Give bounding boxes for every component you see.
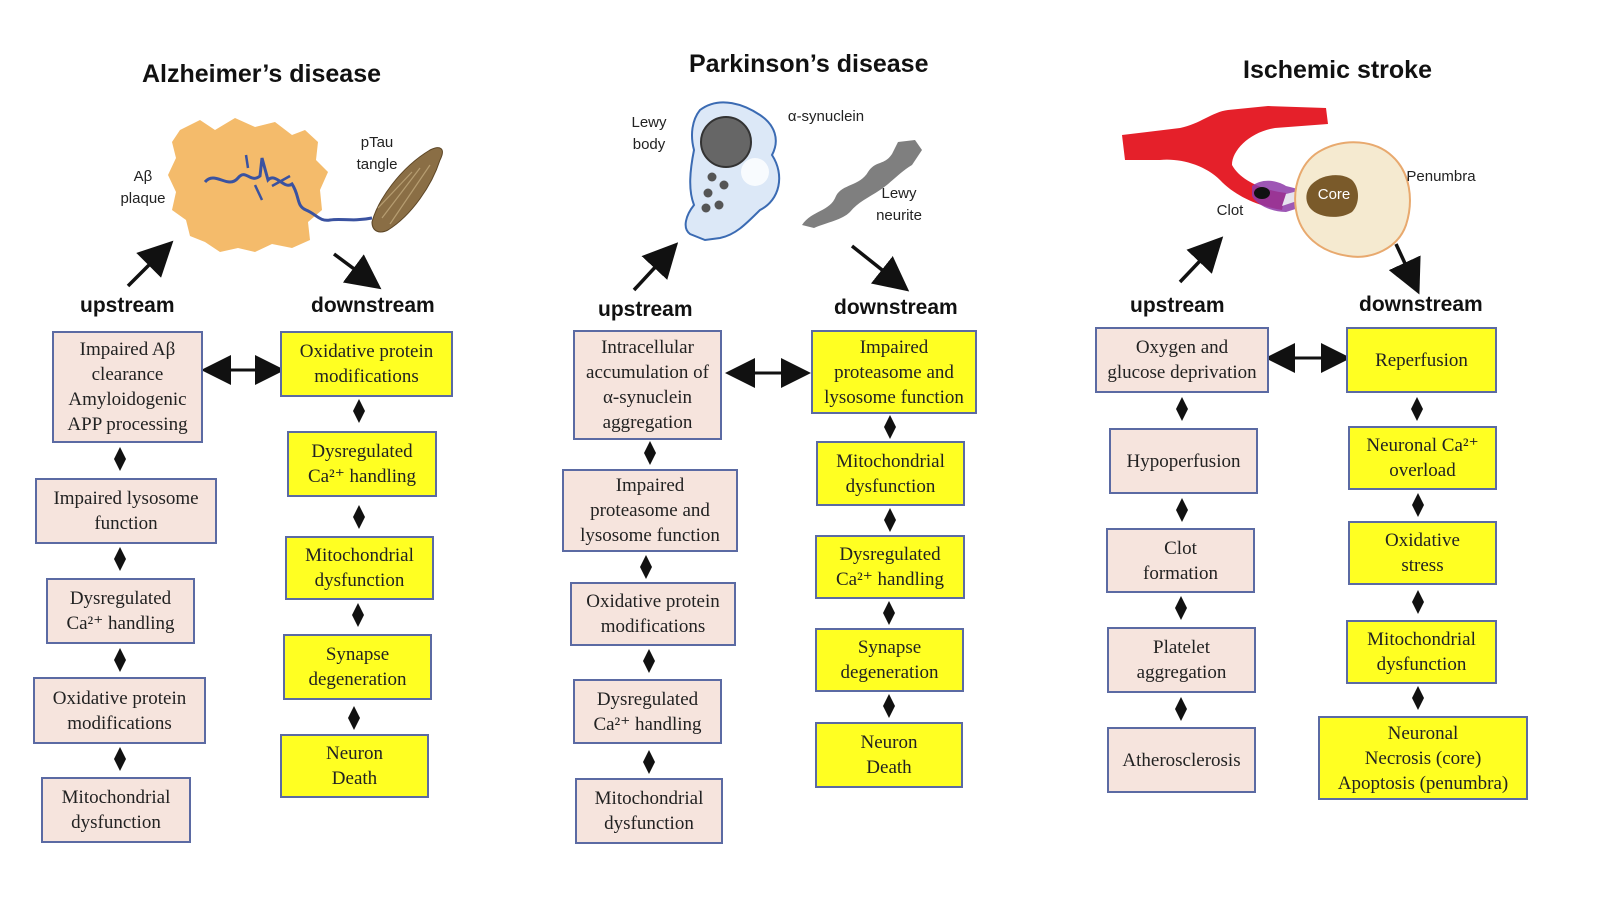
ad-upstream-box-2: Impaired lysosome function xyxy=(35,478,217,544)
pd-upstream-box-1: Intracellular accumulation of α-synuclei… xyxy=(573,330,722,440)
pd-downstream-box-4: Synapse degeneration xyxy=(815,628,964,692)
pd-upstream-arrow xyxy=(632,242,679,292)
stroke-upstream-box-4: Platelet aggregation xyxy=(1107,627,1256,693)
clot-label: Clot xyxy=(1216,202,1244,219)
ad-downstream-label: downstream xyxy=(311,294,435,317)
core-label: Core xyxy=(1317,186,1351,203)
ad-upstream-box-5: Mitochondrial dysfunction xyxy=(41,777,191,843)
stroke-upstream-box-5: Atherosclerosis xyxy=(1107,727,1256,793)
ad-downstream-box-4: Synapse degeneration xyxy=(283,634,432,700)
pd-upstream-box-2: Impaired proteasome and lysosome functio… xyxy=(562,469,738,552)
stroke-title: Ischemic stroke xyxy=(1243,56,1432,84)
stroke-downstream-box-5: Neuronal Necrosis (core) Apoptosis (penu… xyxy=(1318,716,1528,800)
amyloid-plaque-icon xyxy=(168,118,328,252)
ad-upstream-arrow xyxy=(126,240,174,288)
ad-upstream-box-3: Dysregulated Ca²⁺ handling xyxy=(46,578,195,644)
stroke-downstream-box-1: Reperfusion xyxy=(1346,327,1497,393)
pd-downstream-arrow xyxy=(850,244,910,292)
ad-downstream-box-5: Neuron Death xyxy=(280,734,429,798)
ad-downstream-box-2: Dysregulated Ca²⁺ handling xyxy=(287,431,437,497)
vertical-connectors xyxy=(114,397,1424,774)
lewy-body-label: Lewy body xyxy=(631,114,667,153)
abeta-plaque-label: Aβ plaque xyxy=(120,168,166,207)
stroke-downstream-box-2: Neuronal Ca²⁺ overload xyxy=(1348,426,1497,490)
stroke-downstream-arrow xyxy=(1388,243,1421,295)
alpha-synuclein-label: α-synuclein xyxy=(787,108,865,125)
pd-downstream-box-5: Neuron Death xyxy=(815,722,963,788)
stroke-downstream-label: downstream xyxy=(1359,293,1483,316)
stroke-upstream-arrow xyxy=(1178,236,1224,284)
core-icon xyxy=(1306,175,1358,217)
penumbra-label: Penumbra xyxy=(1406,168,1476,185)
parkinsons-title: Parkinson’s disease xyxy=(689,50,929,78)
ad-downstream-arrow xyxy=(332,252,382,290)
ad-downstream-box-3: Mitochondrial dysfunction xyxy=(285,536,434,600)
stroke-upstream-box-1: Oxygen and glucose deprivation xyxy=(1095,327,1269,393)
stroke-upstream-box-2: Hypoperfusion xyxy=(1109,428,1258,494)
pd-downstream-label: downstream xyxy=(834,296,958,319)
stroke-upstream-label: upstream xyxy=(1130,294,1225,317)
ad-upstream-box-1: Impaired Aβ clearance Amyloidogenic APP … xyxy=(52,331,203,443)
stroke-upstream-box-3: Clot formation xyxy=(1106,528,1255,593)
stroke-downstream-box-4: Mitochondrial dysfunction xyxy=(1346,620,1497,684)
stroke-downstream-box-3: Oxidative stress xyxy=(1348,521,1497,585)
lewy-neurite-icon xyxy=(802,140,922,228)
alzheimers-title: Alzheimer’s disease xyxy=(142,60,382,88)
pd-downstream-box-1: Impaired proteasome and lysosome functio… xyxy=(811,330,977,414)
pd-upstream-box-4: Dysregulated Ca²⁺ handling xyxy=(573,679,722,744)
ptau-tangle-icon xyxy=(371,147,443,233)
pd-downstream-box-2: Mitochondrial dysfunction xyxy=(816,441,965,506)
pd-upstream-box-3: Oxidative protein modifications xyxy=(570,582,736,646)
pd-upstream-label: upstream xyxy=(598,298,693,321)
ad-upstream-label: upstream xyxy=(80,294,175,317)
tau-filament-icon xyxy=(203,157,373,222)
pd-upstream-box-5: Mitochondrial dysfunction xyxy=(575,778,723,844)
ptau-tangle-label: pTau tangle xyxy=(356,134,398,173)
ad-upstream-box-4: Oxidative protein modifications xyxy=(33,677,206,744)
lewy-neurite-label: Lewy neurite xyxy=(876,185,922,224)
blood-vessel-icon xyxy=(1122,106,1328,210)
ad-downstream-box-1: Oxidative protein modifications xyxy=(280,331,453,397)
pd-downstream-box-3: Dysregulated Ca²⁺ handling xyxy=(815,535,965,599)
